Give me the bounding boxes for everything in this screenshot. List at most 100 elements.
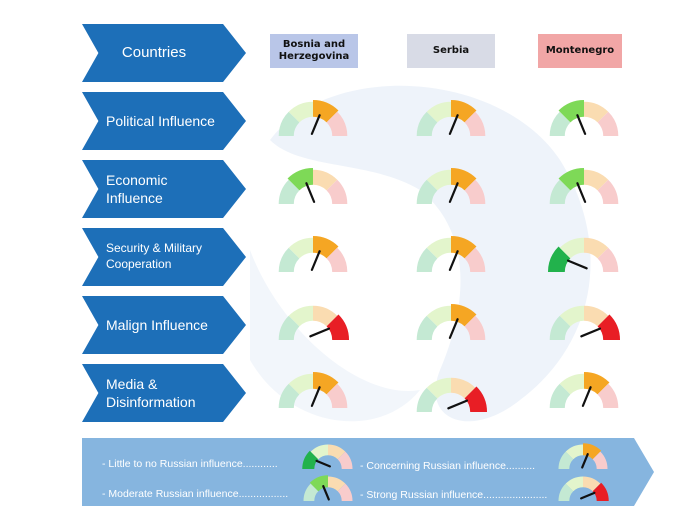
gauge-needle [579,491,596,500]
legend-panel [82,438,654,506]
country-name-bosnia-and-herzegovina: Bosnia and Herzegovina [278,38,350,63]
segment-strong [326,111,348,136]
gauge-bosnia-security [278,235,348,272]
category-label-economic-influence: Economic Influence [82,160,246,218]
segment-little [549,179,571,204]
segment-moderate [426,377,451,399]
gauge-needle [581,453,589,469]
gauge-needle [448,114,459,135]
segment-concerning [584,101,609,123]
segment-moderate [426,305,451,327]
segment-concerning [328,476,346,492]
gauge-needle [576,182,587,203]
gauge-bosnia-political [278,99,348,136]
segment-moderate [426,101,451,123]
segment-strong [597,314,621,340]
gauge-bosnia-malign [278,305,350,340]
segment-strong [597,247,619,272]
segment-moderate [288,373,313,395]
segment-moderate [559,373,584,395]
gauge-needle [580,327,602,338]
flag-serbia: Serbia [407,34,495,68]
legend-text-concerning: - Concerning Russian influence.......... [360,460,536,472]
segment-strong [464,315,486,340]
segment-moderate [288,305,313,327]
gauge-needle [310,250,321,271]
segment-little [416,247,438,272]
gauge-needle [566,259,588,270]
segment-strong [592,451,608,469]
category-text-security-military-cooperation: Security & Military Cooperation [106,241,203,271]
category-label-security-military-cooperation: Security & Military Cooperation [82,228,246,286]
segment-little [549,383,571,408]
segment-little [278,383,300,408]
gauge-needle [448,250,459,271]
gauge-needle [310,386,321,407]
country-name-montenegro: Montenegro [545,44,615,56]
gauge-needle [576,114,587,135]
legend-text-moderate: - Moderate Russian influence............… [102,488,289,500]
legend-gauge-concerning [558,443,608,469]
gauge-serbia-security [416,235,486,272]
gauge-serbia-political [416,99,486,136]
segment-concerning [451,377,476,399]
gauge-montenegro-malign [549,305,621,340]
segment-little [416,387,438,412]
legend-text-strong: - Strong Russian influence..............… [360,489,548,501]
gauge-needle [448,318,459,339]
gauge-needle [448,182,459,203]
segment-moderate [565,444,583,460]
segment-little [416,315,438,340]
segment-strong [464,111,486,136]
gauge-serbia-malign [416,303,486,340]
segment-little [549,315,571,340]
segment-strong [464,247,486,272]
segment-concerning [584,305,609,327]
segment-moderate [559,237,584,259]
segment-little [278,315,300,340]
segment-strong [326,314,350,340]
segment-moderate [559,305,584,327]
segment-strong [326,383,348,408]
gauge-needle [322,485,330,501]
segment-concerning [584,169,609,191]
segment-moderate [426,237,451,259]
legend-gauge-strong [558,476,609,501]
gauge-serbia-media [416,377,488,412]
gauge-needle [305,182,316,203]
category-text-economic-influence: Economic Influence [106,171,168,206]
category-label-media-disinformation: Media & Disinformation [82,364,246,422]
segment-little [302,450,319,469]
segment-moderate [310,444,328,460]
segment-concerning [313,169,338,191]
segment-strong [464,386,488,412]
gauge-bosnia-media [278,371,348,408]
segment-little [416,111,438,136]
country-name-serbia: Serbia [432,44,470,56]
segment-moderate [426,169,451,191]
segment-concerning [313,305,338,327]
gauge-needle [315,459,332,468]
category-text-malign-influence: Malign Influence [106,316,208,333]
segment-strong [597,111,619,136]
category-label-malign-influence: Malign Influence [82,296,246,354]
segment-concerning [584,237,609,259]
legend-text-little: - Little to no Russian influence........… [102,458,278,470]
segment-little [416,179,438,204]
segment-strong [326,247,348,272]
category-text-political-influence: Political Influence [106,112,215,129]
gauge-montenegro-security [547,237,619,272]
segment-little [303,483,319,501]
gauge-needle [309,327,331,338]
flag-bosnia-and-herzegovina: Bosnia and Herzegovina [270,34,358,68]
segment-moderate [565,476,583,492]
legend-gauge-little [302,444,353,469]
countries-header: Countries [82,24,246,82]
segment-little [278,111,300,136]
gauge-montenegro-political [549,99,619,136]
gauge-needle [447,399,469,410]
gauge-bosnia-economic [278,167,348,204]
segment-little [278,179,300,204]
segment-little [547,246,571,272]
segment-strong [326,179,348,204]
